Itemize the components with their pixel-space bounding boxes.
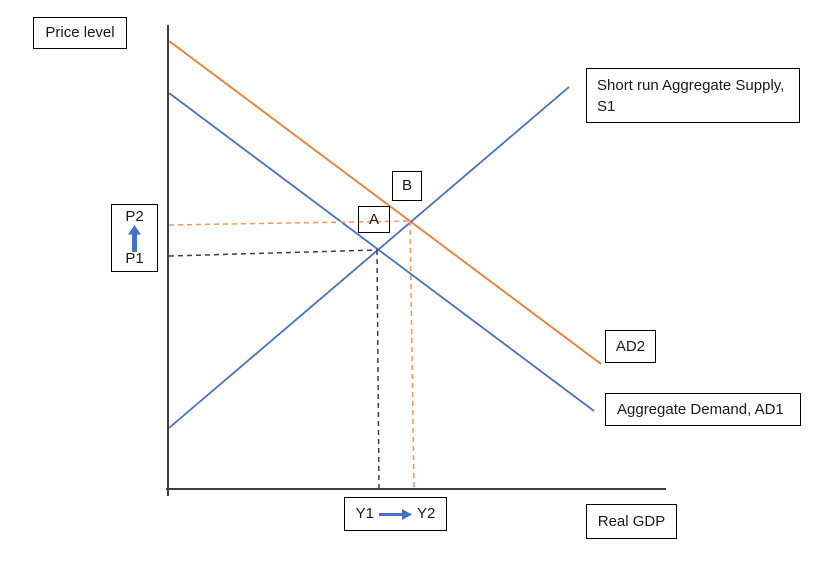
sras-label-line1: Short run Aggregate Supply, bbox=[597, 76, 785, 94]
price-increase-arrow-icon bbox=[128, 224, 141, 252]
b-to-y2-dashed-guide bbox=[409, 220, 415, 490]
price-shift-label-box: P2 P1 bbox=[111, 204, 158, 272]
point-b-label-box: B bbox=[392, 171, 422, 201]
point-a-label-box: A bbox=[358, 206, 390, 233]
p2-label: P2 bbox=[125, 208, 144, 225]
ad2-curve bbox=[168, 40, 602, 365]
output-shift-label-box: Y1 Y2 bbox=[344, 497, 447, 531]
ad2-label: AD2 bbox=[615, 337, 646, 355]
real-gdp-label-box: Real GDP bbox=[586, 504, 677, 539]
y1-label: Y1 bbox=[355, 505, 374, 522]
y2-label: Y2 bbox=[417, 505, 436, 522]
p1-to-a-dashed-guide bbox=[168, 249, 378, 257]
p2-to-b-dashed-guide bbox=[168, 220, 411, 226]
output-increase-arrow-icon bbox=[379, 508, 412, 520]
ad2-label-box: AD2 bbox=[605, 330, 656, 363]
sras-label-line2: S1 bbox=[597, 97, 616, 115]
a-to-y1-dashed-guide bbox=[376, 249, 380, 490]
price-level-label: Price level bbox=[45, 24, 115, 41]
sras-curve bbox=[168, 86, 570, 429]
sras-label-box: Short run Aggregate Supply, S1 bbox=[586, 68, 800, 123]
ad1-label: Aggregate Demand, AD1 bbox=[617, 400, 784, 418]
price-level-label-box: Price level bbox=[33, 17, 127, 49]
real-gdp-label: Real GDP bbox=[597, 512, 666, 530]
point-a-label: A bbox=[368, 210, 379, 228]
p1-label: P1 bbox=[125, 250, 144, 267]
ad1-label-box: Aggregate Demand, AD1 bbox=[605, 393, 801, 426]
point-b-label: B bbox=[401, 177, 412, 194]
ad1-curve bbox=[168, 92, 595, 412]
